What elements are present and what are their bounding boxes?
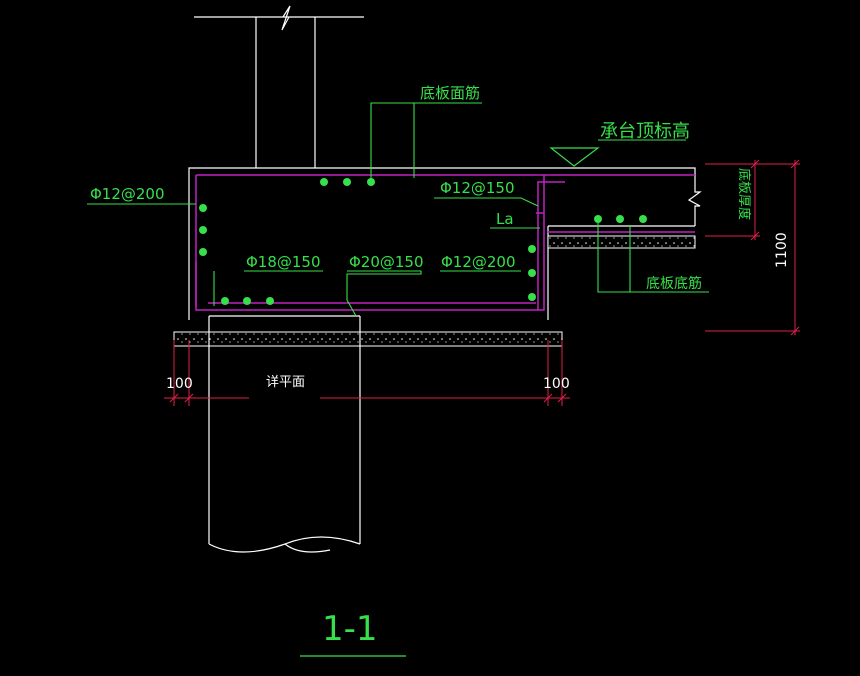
label-rebar-bottom-1: Φ18@150 [246, 253, 321, 271]
blinding-layer [173, 331, 563, 347]
label-slab-bottom-bar: 底板底筋 [646, 275, 702, 292]
label-anchor-length: La [496, 210, 514, 228]
label-cap-top-elevation: 承台顶标高 [600, 121, 690, 142]
rebar-cage [195, 174, 695, 311]
label-rebar-bottom-2: Φ20@150 [349, 253, 424, 271]
rebar-dots [199, 178, 647, 305]
dim-height: 1100 [774, 232, 790, 268]
elevation-marker-icon [549, 147, 600, 167]
label-rebar-left: Φ12@200 [90, 185, 165, 203]
label-slab-thickness: 底板厚度 [736, 168, 752, 220]
dimension-lines [164, 159, 800, 406]
pile [208, 315, 361, 553]
floor-slab [547, 235, 696, 249]
section-title: 1-1 [322, 609, 378, 649]
leader-lines [87, 102, 709, 317]
column [194, 5, 364, 168]
label-rebar-bottom-3: Φ12@200 [441, 253, 516, 271]
label-plan-reference: 详平面 [266, 375, 305, 390]
label-rebar-mid-top: Φ12@150 [440, 179, 515, 197]
dim-left: 100 [166, 376, 193, 392]
label-top-bar: 底板面筋 [420, 84, 480, 102]
dim-right: 100 [543, 376, 570, 392]
